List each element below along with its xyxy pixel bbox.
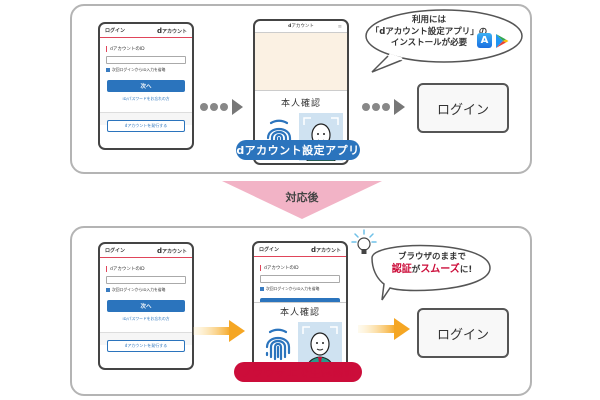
speech-bubble <box>351 229 491 301</box>
app-content-area <box>255 33 347 91</box>
google-play-icon <box>496 34 509 48</box>
login-result-after: ログイン <box>417 308 509 358</box>
yellow-arrow-1 <box>193 320 245 342</box>
checkbox-icon <box>106 288 110 292</box>
remember-checkbox[interactable]: 次回ログインからID入力を省略 <box>106 67 186 73</box>
id-input[interactable] <box>106 56 186 64</box>
d-account-logo: dアカウント <box>156 246 187 255</box>
next-button[interactable]: 次へ <box>107 300 185 312</box>
fingerprint-icon <box>258 322 298 368</box>
issue-account-button[interactable]: dアカウントを発行する <box>107 120 185 132</box>
app-header: dアカウント ≡ <box>255 21 347 33</box>
next-button[interactable]: 次へ <box>107 80 185 92</box>
id-label: dアカウントのID <box>260 265 346 271</box>
id-label: dアカウントのID <box>106 46 192 52</box>
speech-bubble <box>365 9 523 73</box>
hamburger-icon: ≡ <box>337 24 342 30</box>
phone-header-title: ログイン <box>105 248 126 254</box>
lightbulb-icon <box>351 229 377 254</box>
down-arrow <box>222 181 382 219</box>
phone-header: ログイン dアカウント <box>254 243 346 257</box>
app-store-icon: A <box>477 33 492 48</box>
login-result-before: ログイン <box>417 83 509 133</box>
browser-phone: ログイン dアカウント dアカウントのID 次回ログインからID入力を省略 本人… <box>252 241 348 381</box>
auth-title: 本人確認 <box>280 99 321 109</box>
bubble-text: ブラウザのままで 認証がスムーズに! <box>391 252 473 275</box>
forgot-password-link[interactable]: ID/パスワードをお忘れの方 <box>122 316 170 321</box>
id-label: dアカウントのID <box>106 266 192 272</box>
issue-account-button[interactable]: dアカウントを発行する <box>107 340 185 352</box>
phone-header: ログイン dアカウント <box>100 24 192 38</box>
remember-checkbox[interactable]: 次回ログインからID入力を省略 <box>106 287 186 293</box>
d-account-logo: dアカウント <box>156 26 187 35</box>
yellow-arrow-2 <box>358 318 410 340</box>
dotted-arrow-2 <box>362 99 405 115</box>
browser-caption: ブラウザ上で生体認証 <box>234 362 362 382</box>
login-phone-after: ログイン dアカウント dアカウントのID 次回ログインからID入力を省略 次へ… <box>98 242 194 370</box>
phone-header-title: ログイン <box>105 28 126 34</box>
forgot-password-link[interactable]: ID/パスワードをお忘れの方 <box>122 96 170 101</box>
bubble-text: 利用には 「dアカウント設定アプリ」の インストールが必要 <box>370 15 488 48</box>
checkbox-icon <box>106 68 110 72</box>
transition-label: 対応後 <box>285 191 319 204</box>
remember-checkbox[interactable]: 次回ログインからID入力を省略 <box>260 286 340 292</box>
id-input[interactable] <box>106 276 186 284</box>
dotted-arrow-1 <box>200 99 243 115</box>
app-caption: dアカウント設定アプリ <box>236 140 360 160</box>
phone-header: ログイン dアカウント <box>100 244 192 258</box>
id-input[interactable] <box>260 275 340 283</box>
auth-title: 本人確認 <box>279 308 320 318</box>
login-phone-before: ログイン dアカウント dアカウントのID 次回ログインからID入力を省略 次へ… <box>98 22 194 150</box>
